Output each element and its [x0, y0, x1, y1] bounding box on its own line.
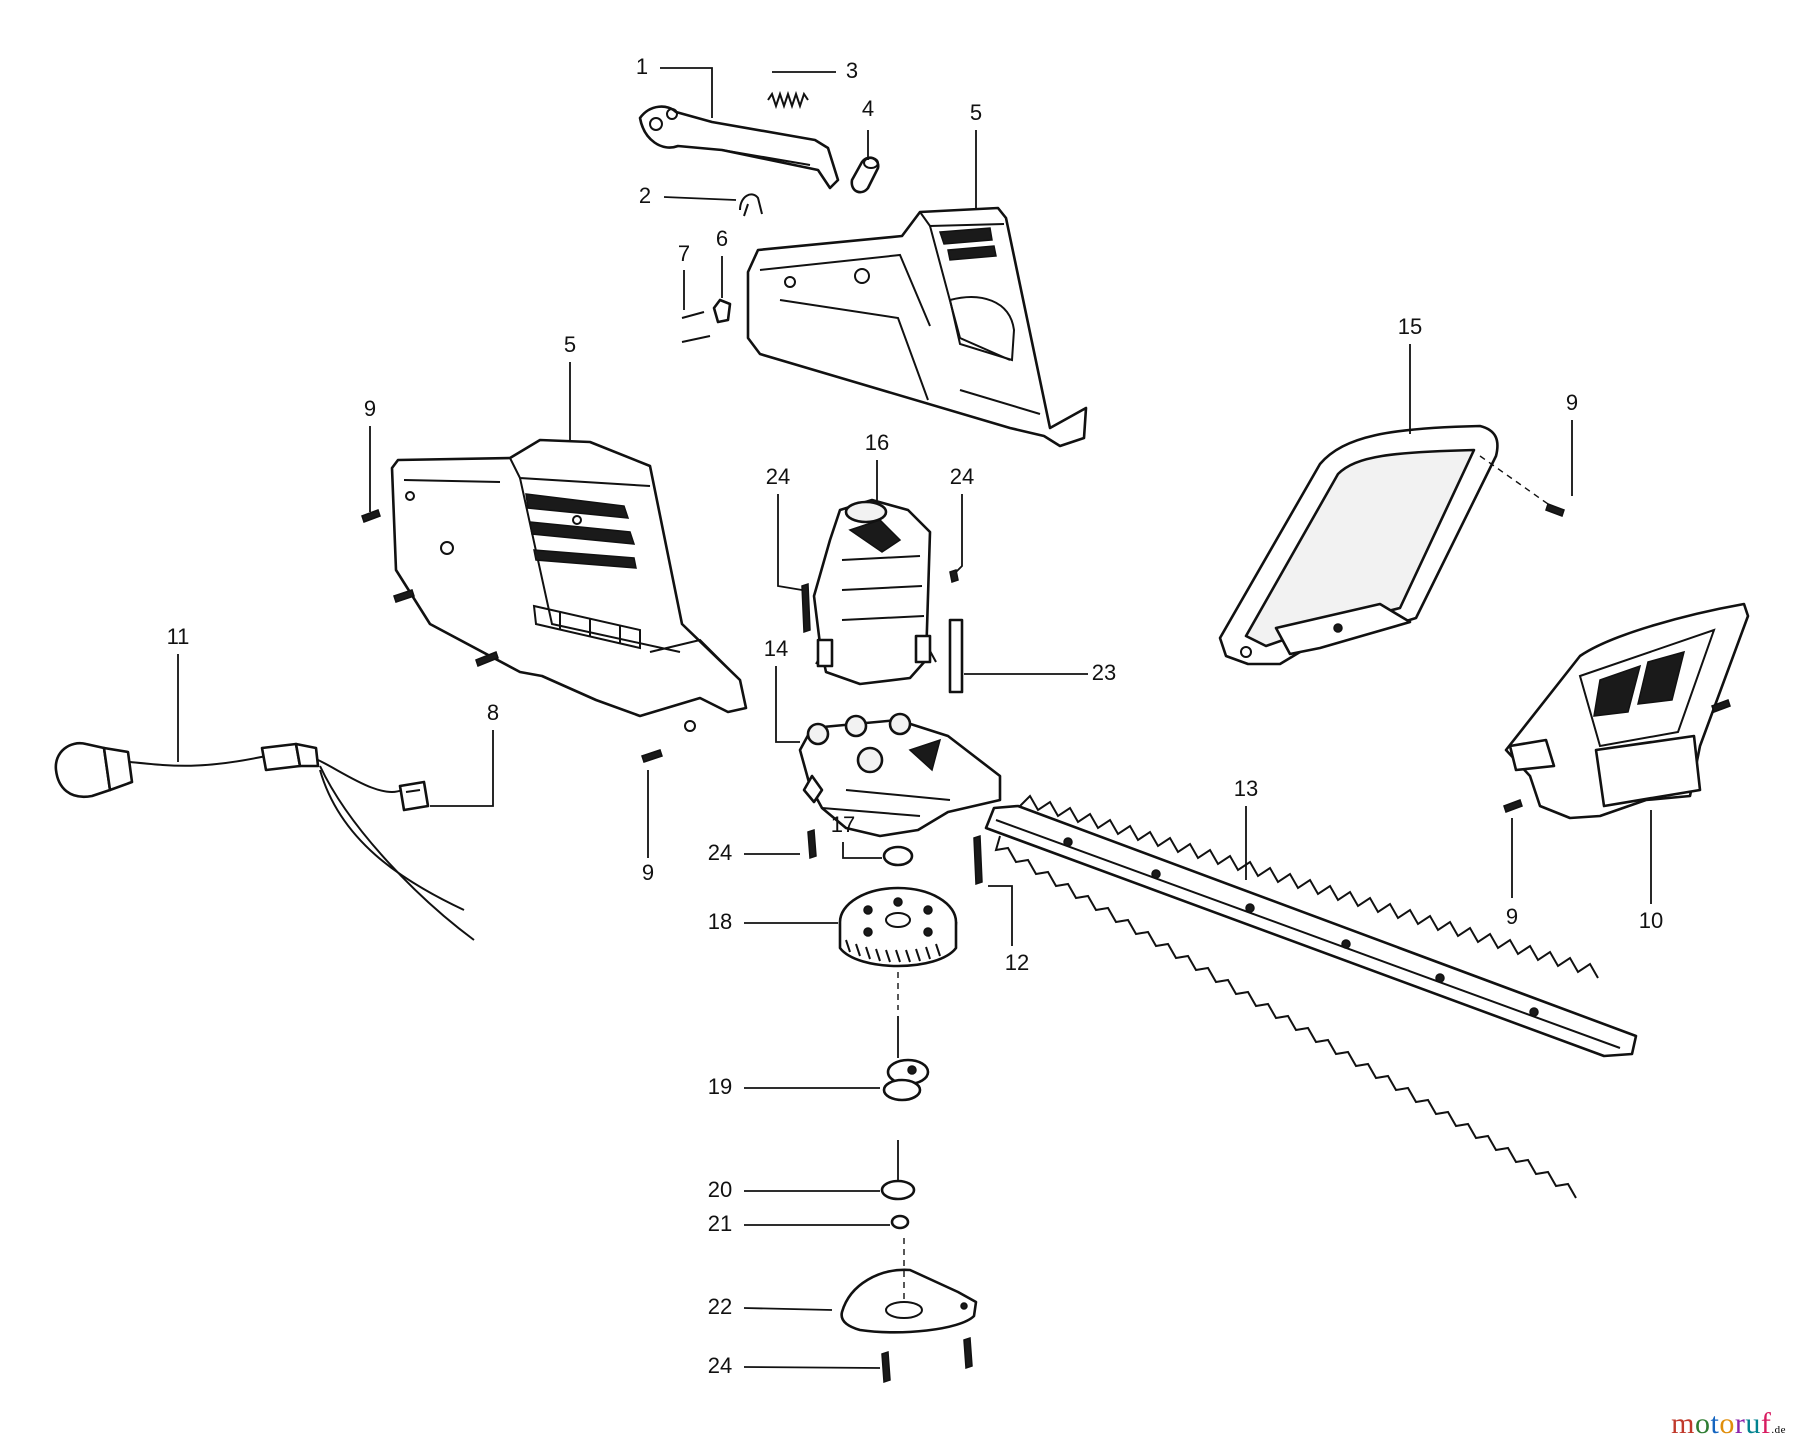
callout-21: 21	[708, 1211, 732, 1236]
screw-part-24-bottom-left	[881, 1350, 891, 1384]
callout-11: 11	[167, 624, 190, 649]
spring-part-3	[767, 90, 809, 110]
gear-part-18	[838, 886, 958, 968]
screw-part-24-gear	[807, 828, 817, 860]
eccentric-part-19	[882, 1058, 930, 1102]
callout-20: 20	[708, 1177, 732, 1202]
bushing-part-4	[850, 156, 880, 194]
motor-part-16	[812, 498, 937, 686]
gear-housing-part-14	[798, 712, 1002, 838]
clamp-part-6	[712, 298, 732, 324]
cover-plate-part-22	[840, 1268, 978, 1334]
screw-part-9-guard-top	[1711, 699, 1731, 713]
screw-part-12	[973, 834, 983, 886]
nut-part-21	[890, 1214, 910, 1230]
watermark-logo: motoruf.de	[1671, 1407, 1786, 1441]
switch-lever-part-1	[638, 105, 840, 190]
callout-14: 14	[764, 636, 788, 661]
clip-part-2	[739, 193, 763, 217]
leader-lines	[177, 67, 1652, 1369]
callout-7: 7	[678, 241, 690, 266]
callout-24: 24	[708, 840, 732, 865]
watermark-suffix: .de	[1771, 1424, 1786, 1436]
callout-6: 6	[716, 226, 728, 251]
housing-half-upper-part-5	[746, 206, 1088, 448]
callout-15: 15	[1398, 314, 1422, 339]
screw-part-9-handle	[1545, 503, 1565, 517]
callout-13: 13	[1234, 776, 1258, 801]
power-cord-part-11	[54, 741, 475, 941]
callout-2: 2	[639, 183, 651, 208]
callout-1: 1	[636, 54, 648, 79]
callout-5: 5	[970, 100, 982, 125]
callout-16: 16	[865, 430, 889, 455]
callout-12: 12	[1005, 950, 1029, 975]
callout-4: 4	[862, 96, 874, 121]
callout-17: 17	[831, 812, 855, 837]
callout-9: 9	[1566, 390, 1578, 415]
callout-22: 22	[708, 1294, 732, 1319]
callout-24: 24	[766, 464, 790, 489]
callout-19: 19	[708, 1074, 732, 1099]
callout-9: 9	[642, 860, 654, 885]
switch-part-8	[398, 780, 430, 812]
callout-3: 3	[846, 58, 858, 83]
callout-5: 5	[564, 332, 576, 357]
callout-9: 9	[1506, 904, 1518, 929]
washer-part-17	[882, 845, 914, 867]
screws-part-9	[361, 509, 663, 763]
front-handle-part-15	[1218, 424, 1499, 666]
callout-24: 24	[950, 464, 974, 489]
callout-10: 10	[1639, 908, 1663, 933]
hand-guard-part-10	[1504, 602, 1750, 820]
screw-part-24-bottom-right	[963, 1336, 973, 1370]
shaft-part-23	[948, 618, 964, 694]
screw-part-24-left	[801, 582, 811, 634]
screw-part-9-guard	[1503, 799, 1523, 813]
callout-18: 18	[708, 909, 732, 934]
screw-part-7	[681, 311, 711, 343]
blade-part-13	[984, 794, 1638, 1199]
callout-24: 24	[708, 1353, 732, 1378]
callout-9: 9	[364, 396, 376, 421]
washer-part-20	[880, 1179, 916, 1201]
watermark-text: motoruf	[1671, 1407, 1772, 1440]
callout-23: 23	[1092, 660, 1116, 685]
housing-half-lower-part-5	[390, 438, 748, 732]
callout-8: 8	[487, 700, 499, 725]
screw-part-24-right	[949, 569, 959, 583]
